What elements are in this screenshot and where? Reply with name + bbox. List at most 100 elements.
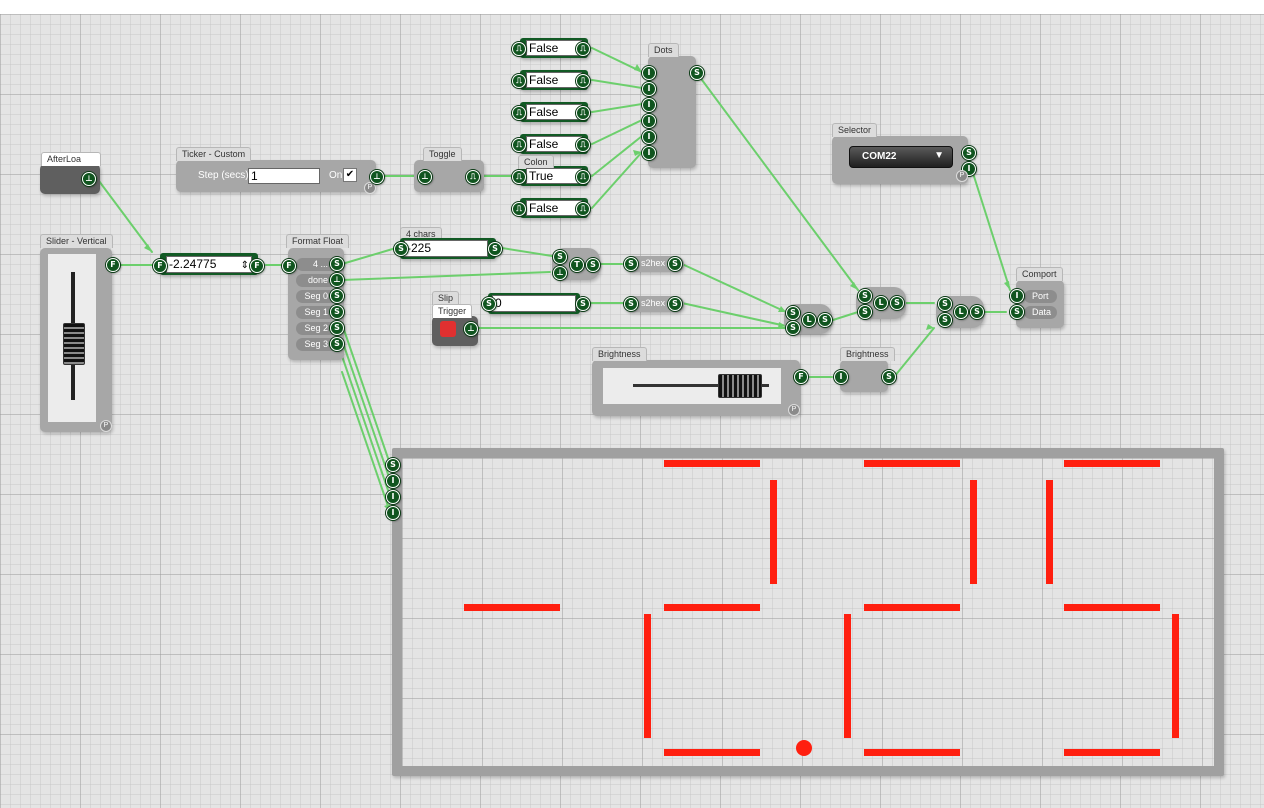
trigger-output-pin[interactable]: ⊥ (370, 170, 384, 184)
logic-node[interactable]: S S L S (936, 296, 984, 328)
string-output-pin[interactable]: S (690, 66, 704, 80)
string-output-pin[interactable]: S (576, 297, 590, 311)
string-output-pin[interactable]: S (890, 296, 904, 310)
four-chars-input[interactable]: -225 (404, 240, 488, 257)
float-input-pin[interactable]: F (282, 259, 296, 273)
string-output-pin[interactable]: S (818, 313, 832, 327)
slip-value-input[interactable]: 0 (492, 295, 576, 312)
pulse-output-pin[interactable]: ⎍ (576, 42, 590, 56)
string-input-pin[interactable]: S (624, 257, 638, 271)
float-input-pin[interactable]: F (153, 259, 167, 273)
string-output-pin[interactable]: S (882, 370, 896, 384)
string-output-pin[interactable]: S (668, 257, 682, 271)
selector-node[interactable]: COM22 ▼ S I P (832, 136, 976, 184)
slider-vertical-node[interactable]: F P (40, 248, 120, 432)
string-input-pin[interactable]: S (786, 321, 800, 335)
string-input-pin[interactable]: S (858, 305, 872, 319)
string-output-pin[interactable]: S (962, 146, 976, 160)
slider-thumb[interactable] (717, 374, 762, 398)
integer-input-pin[interactable]: I (642, 146, 656, 160)
integer-input-pin[interactable]: I (1010, 289, 1024, 303)
string-output-pin[interactable]: S (970, 305, 984, 319)
pulse-output-pin[interactable]: ⎍ (466, 170, 480, 184)
string-output-pin[interactable]: S (330, 305, 344, 319)
boolean-value[interactable]: False (526, 104, 582, 120)
param-icon[interactable]: P (100, 420, 112, 432)
logic-pin[interactable]: L (954, 305, 968, 319)
boolean-value[interactable]: False (526, 40, 582, 56)
float-output-pin[interactable]: F (250, 259, 264, 273)
pulse-input-pin[interactable]: ⎍ (512, 74, 526, 88)
boolean-value[interactable]: True (526, 168, 582, 184)
latch-node[interactable]: S T S ⊥ (552, 248, 600, 280)
on-checkbox[interactable]: ✔ (343, 168, 357, 182)
logic-node[interactable]: S S L S (784, 304, 832, 335)
float-output-pin[interactable]: F (106, 258, 120, 272)
integer-input-pin[interactable]: I (642, 98, 656, 112)
brightness-node[interactable]: I S (834, 360, 896, 392)
slider-thumb[interactable] (63, 323, 85, 366)
pulse-output-pin[interactable]: ⎍ (576, 74, 590, 88)
string-input-pin[interactable]: S (938, 313, 952, 327)
param-icon[interactable]: P (364, 182, 376, 194)
s2hex-node[interactable]: S s2hex S (624, 296, 684, 312)
integer-input-pin[interactable]: I (386, 506, 400, 520)
com-port-dropdown[interactable]: COM22 ▼ (849, 146, 953, 168)
logic-pin[interactable]: L (874, 296, 888, 310)
pulse-input-pin[interactable]: ⎍ (512, 42, 526, 56)
integer-input-pin[interactable]: I (386, 490, 400, 504)
string-output-pin[interactable]: S (330, 321, 344, 335)
logic-node[interactable]: S S L S (856, 287, 906, 319)
string-input-pin[interactable]: S (553, 250, 567, 264)
string-output-pin[interactable]: S (330, 257, 344, 271)
pulse-input-pin[interactable]: ⎍ (512, 106, 526, 120)
pulse-output-pin[interactable]: ⎍ (576, 202, 590, 216)
boolean-value[interactable]: False (526, 200, 582, 216)
trigger-output-pin[interactable]: ⊥ (330, 273, 344, 287)
trigger-button[interactable] (440, 321, 456, 337)
string-input-pin[interactable]: S (624, 297, 638, 311)
param-icon[interactable]: P (956, 170, 968, 182)
logic-pin[interactable]: L (802, 313, 816, 327)
pulse-output-pin[interactable]: ⎍ (576, 170, 590, 184)
string-output-pin[interactable]: S (668, 297, 682, 311)
string-output-pin[interactable]: S (330, 337, 344, 351)
integer-input-pin[interactable]: I (642, 114, 656, 128)
integer-input-pin[interactable]: I (834, 370, 848, 384)
string-input-pin[interactable]: S (394, 242, 408, 256)
string-input-pin[interactable]: S (786, 306, 800, 320)
string-input-pin[interactable]: S (386, 458, 400, 472)
integer-input-pin[interactable]: I (386, 474, 400, 488)
string-input-pin[interactable]: S (1010, 305, 1024, 319)
pulse-output-pin[interactable]: ⎍ (576, 106, 590, 120)
string-input-pin[interactable]: S (938, 297, 952, 311)
integer-input-pin[interactable]: I (642, 66, 656, 80)
trigger-input-pin[interactable]: ⊥ (418, 170, 432, 184)
integer-input-pin[interactable]: I (642, 130, 656, 144)
string-output-pin[interactable]: S (586, 258, 600, 272)
step-input[interactable]: 1 (248, 168, 320, 184)
pulse-input-pin[interactable]: ⎍ (512, 170, 526, 184)
toggle-node[interactable]: ⊥ ⎍ (414, 160, 484, 192)
comport-node[interactable]: I Port S Data (1010, 280, 1064, 328)
dots-node[interactable] (648, 56, 696, 168)
pulse-input-pin[interactable]: ⎍ (512, 202, 526, 216)
trigger-output-pin[interactable]: ⊥ (464, 322, 478, 336)
boolean-value[interactable]: False (526, 136, 582, 152)
afterload-node[interactable]: ⊥ (40, 164, 100, 194)
pulse-input-pin[interactable]: ⎍ (512, 138, 526, 152)
s2hex-node[interactable]: S s2hex S (624, 256, 684, 272)
pulse-output-pin[interactable]: ⎍ (576, 138, 590, 152)
string-output-pin[interactable]: S (330, 289, 344, 303)
trigger-output-pin[interactable]: ⊥ (82, 172, 96, 186)
param-icon[interactable]: P (788, 404, 800, 416)
trigger-input-pin[interactable]: ⊥ (553, 266, 567, 280)
slip-trigger-node[interactable]: ⊥ (432, 316, 478, 346)
integer-input-pin[interactable]: I (642, 82, 656, 96)
brightness-slider-node[interactable]: F P (592, 360, 808, 416)
float-value-input[interactable]: -2.24775⇕ (166, 256, 252, 273)
chevron-down-icon[interactable]: ▼ (934, 150, 944, 161)
ticker-node[interactable]: Step (secs): 1 On ✔ P (176, 160, 376, 194)
boolean-value[interactable]: False (526, 72, 582, 88)
string-input-pin[interactable]: S (482, 297, 496, 311)
